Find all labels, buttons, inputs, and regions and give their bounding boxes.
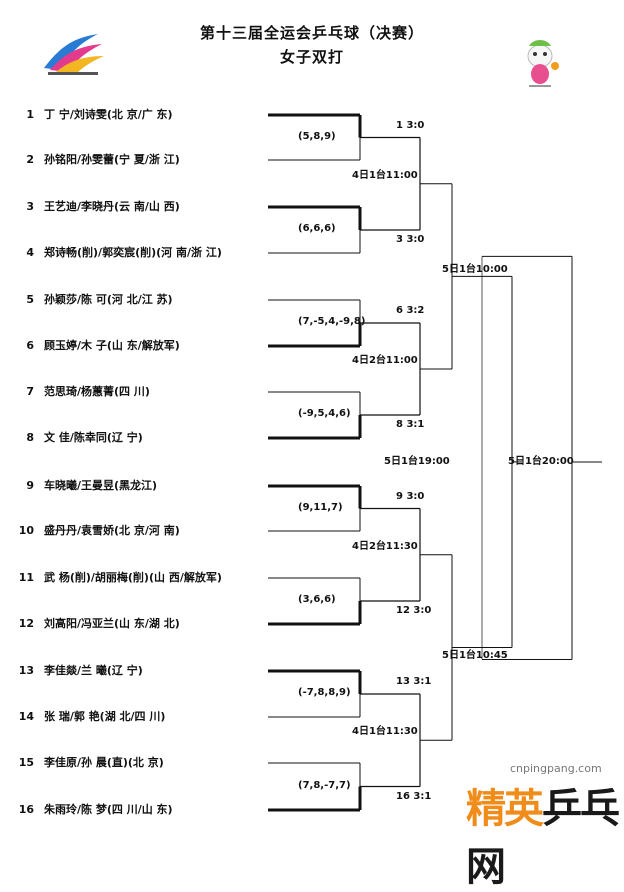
qf-schedule: 4日2台11:00 xyxy=(352,355,418,366)
player-seed: 12 xyxy=(18,617,34,630)
player-name: 丁 宁/刘诗雯(北 京/广 东) xyxy=(44,108,173,121)
player-name: 朱雨玲/陈 梦(四 川/山 东) xyxy=(44,803,173,816)
round1-result: 9 3:0 xyxy=(396,490,425,502)
round1-games: (-7,8,8,9) xyxy=(298,687,351,698)
player-row: 9 车晓曦/王曼昱(黑龙江) xyxy=(0,477,157,495)
round1-games: (3,6,6) xyxy=(298,594,336,605)
bronze-schedule: 5日1台19:00 xyxy=(384,455,450,467)
final-schedule: 5日1台20:00 xyxy=(508,455,574,467)
round1-games: (9,11,7) xyxy=(298,501,343,513)
player-row: 16 朱雨玲/陈 梦(四 川/山 东) xyxy=(0,801,173,819)
player-name: 王艺迪/李晓丹(云 南/山 西) xyxy=(44,200,180,213)
player-row: 15 李佳原/孙 晨(直)(北 京) xyxy=(0,754,164,772)
player-name: 刘高阳/冯亚兰(山 东/湖 北) xyxy=(44,617,180,630)
player-seed: 3 xyxy=(26,200,34,213)
round1-result: 3 3:0 xyxy=(396,234,425,245)
player-row: 2 孙铭阳/孙雯蕾(宁 夏/浙 江) xyxy=(0,151,180,169)
player-seed: 1 xyxy=(26,108,34,121)
player-seed: 8 xyxy=(26,431,34,444)
watermark-url: cnpingpang.com xyxy=(510,762,602,775)
event-subtitle: 女子双打 xyxy=(279,48,344,66)
player-seed: 2 xyxy=(26,153,34,166)
player-name: 孙颖莎/陈 可(河 北/江 苏) xyxy=(44,293,173,306)
player-seed: 10 xyxy=(18,524,34,537)
round1-games: (6,6,6) xyxy=(298,223,336,234)
player-row: 1 丁 宁/刘诗雯(北 京/广 东) xyxy=(0,106,173,124)
player-seed: 11 xyxy=(18,571,34,584)
games-logo-icon xyxy=(44,34,104,75)
player-seed: 16 xyxy=(18,803,34,816)
round1-result: 1 3:0 xyxy=(396,119,425,131)
round1-result: 13 3:1 xyxy=(396,676,432,687)
player-seed: 4 xyxy=(26,246,34,259)
round1-result: 12 3:0 xyxy=(396,605,432,616)
player-row: 11 武 杨(削)/胡丽梅(削)(山 西/解放军) xyxy=(0,569,222,587)
player-name: 郑诗畅(削)/郭奕宸(削)(河 南/浙 江) xyxy=(44,246,222,259)
player-seed: 14 xyxy=(18,710,34,723)
player-name: 李佳燚/兰 曦(辽 宁) xyxy=(44,664,143,677)
round1-games: (7,8,-7,7) xyxy=(298,779,351,791)
qf-schedule: 4日1台11:00 xyxy=(352,169,418,181)
player-seed: 6 xyxy=(26,339,34,352)
player-seed: 7 xyxy=(26,385,34,398)
player-seed: 13 xyxy=(18,664,34,677)
player-row: 12 刘高阳/冯亚兰(山 东/湖 北) xyxy=(0,615,180,633)
player-name: 盛丹丹/袁雪娇(北 京/河 南) xyxy=(44,524,180,537)
player-row: 13 李佳燚/兰 曦(辽 宁) xyxy=(0,662,143,680)
bracket-lines xyxy=(268,113,602,812)
player-seed: 5 xyxy=(26,293,34,306)
round1-result: 8 3:1 xyxy=(396,419,425,430)
player-seed: 15 xyxy=(18,756,34,769)
qf-schedule: 4日1台11:30 xyxy=(352,726,418,738)
player-name: 武 杨(削)/胡丽梅(削)(山 西/解放军) xyxy=(44,571,222,584)
player-seed: 9 xyxy=(26,479,34,492)
round1-result: 6 3:2 xyxy=(396,305,425,316)
watermark-brand: 精英乒乓网 xyxy=(466,786,620,890)
player-name: 孙铭阳/孙雯蕾(宁 夏/浙 江) xyxy=(44,153,180,166)
mascot-icon xyxy=(527,40,559,87)
player-row: 6 顾玉婷/木 子(山 东/解放军) xyxy=(0,337,180,355)
sf-schedule: 5日1台10:00 xyxy=(442,264,508,276)
player-row: 3 王艺迪/李晓丹(云 南/山 西) xyxy=(0,198,180,216)
player-row: 7 范思琦/杨蕙菁(四 川) xyxy=(0,383,150,401)
player-name: 范思琦/杨蕙菁(四 川) xyxy=(44,385,150,398)
player-row: 8 文 佳/陈幸同(辽 宁) xyxy=(0,429,143,447)
player-row: 4 郑诗畅(削)/郭奕宸(削)(河 南/浙 江) xyxy=(0,244,222,262)
player-row: 14 张 瑞/郭 艳(湖 北/四 川) xyxy=(0,708,166,726)
player-name: 李佳原/孙 晨(直)(北 京) xyxy=(44,756,164,769)
round1-result: 16 3:1 xyxy=(396,790,432,802)
player-name: 张 瑞/郭 艳(湖 北/四 川) xyxy=(44,710,166,723)
qf-schedule: 4日2台11:30 xyxy=(352,540,418,552)
player-name: 车晓曦/王曼昱(黑龙江) xyxy=(44,479,158,492)
player-row: 5 孙颖莎/陈 可(河 北/江 苏) xyxy=(0,291,173,309)
player-name: 顾玉婷/木 子(山 东/解放军) xyxy=(44,339,180,352)
player-name: 文 佳/陈幸同(辽 宁) xyxy=(44,431,143,444)
round1-games: (-9,5,4,6) xyxy=(298,408,351,419)
round1-games: (7,-5,4,-9,8) xyxy=(298,316,366,327)
page-title: 第十三届全运会乒乓球（决赛） xyxy=(199,24,424,42)
round1-games: (5,8,9) xyxy=(298,130,336,142)
player-row: 10 盛丹丹/袁雪娇(北 京/河 南) xyxy=(0,522,180,540)
sf-schedule: 5日1台10:45 xyxy=(442,649,508,661)
